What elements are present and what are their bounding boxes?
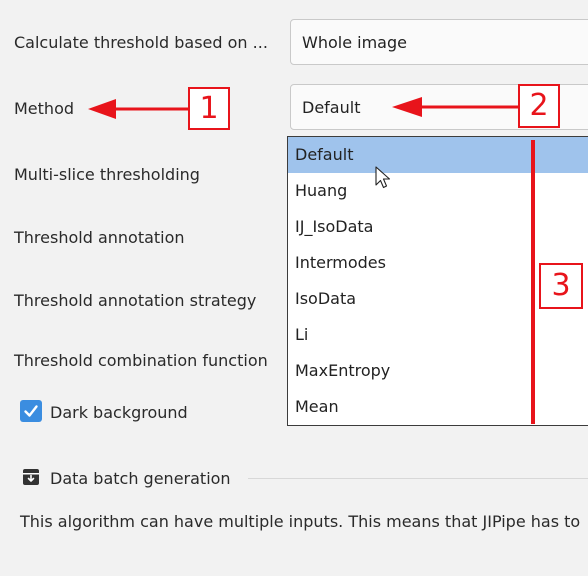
calculate-threshold-select[interactable]: Whole image: [290, 19, 588, 65]
method-value: Default: [302, 97, 361, 117]
threshold-annotation-label: Threshold annotation: [14, 228, 185, 247]
method-option[interactable]: MaxEntropy: [295, 361, 391, 380]
threshold-annotation-strategy-label: Threshold annotation strategy: [14, 291, 257, 310]
method-label: Method: [14, 99, 75, 118]
dark-background-checkbox[interactable]: [20, 400, 42, 422]
method-option[interactable]: Mean: [295, 397, 339, 416]
method-option[interactable]: Huang: [295, 181, 348, 200]
section-divider: [248, 478, 588, 479]
dark-background-label[interactable]: Dark background: [50, 403, 188, 422]
mouse-cursor-icon: [375, 166, 391, 189]
method-option[interactable]: Li: [295, 325, 309, 344]
batch-description: This algorithm can have multiple inputs.…: [20, 512, 581, 531]
annotation-marker-3: 3: [539, 263, 583, 309]
annotation-marker-1: 1: [188, 87, 230, 130]
batch-box-icon: [23, 469, 39, 485]
method-dropdown-list[interactable]: Default Huang IJ_IsoData Intermodes IsoD…: [287, 136, 588, 426]
multi-slice-thresholding-label: Multi-slice thresholding: [14, 165, 200, 184]
method-option[interactable]: Intermodes: [295, 253, 386, 272]
calculate-threshold-label: Calculate threshold based on ...: [14, 33, 268, 52]
data-batch-generation-title: Data batch generation: [50, 469, 231, 488]
calculate-threshold-value: Whole image: [302, 32, 407, 52]
threshold-combination-function-label: Threshold combination function: [14, 351, 268, 370]
annotation-marker-2: 2: [518, 84, 560, 128]
method-option[interactable]: IJ_IsoData: [295, 217, 374, 236]
arrow-1-icon: [88, 99, 188, 119]
check-icon: [24, 405, 38, 417]
method-option[interactable]: IsoData: [295, 289, 357, 308]
method-option[interactable]: Default: [288, 137, 588, 173]
